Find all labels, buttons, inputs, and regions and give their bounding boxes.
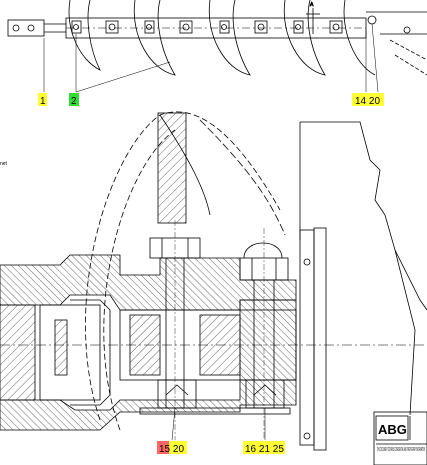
title-block-fine-print: THIS DOCUMENT CONTAINS CONFIDENTIAL AND … (377, 447, 425, 453)
callout-2-highlight (69, 93, 79, 106)
section-view (0, 111, 427, 451)
callout-15-20: 15 20 (159, 444, 184, 455)
title-block (373, 411, 427, 465)
auger-top-view: A (7, 0, 427, 93)
callout-2: 2 (71, 96, 77, 107)
side-note: net (0, 161, 8, 167)
title-block-logo: ABG (378, 422, 407, 437)
callout-16-21-25: 16 21 25 (245, 444, 284, 455)
callout-14-20: 14 20 (355, 96, 380, 107)
section-mark: A (310, 2, 314, 8)
callout-16-21-25-highlight (243, 441, 285, 454)
callout-15-20-red (157, 441, 169, 454)
callout-15-20-highlight (169, 441, 187, 454)
callout-1: 1 (40, 96, 46, 107)
callout-14-20-highlight (352, 93, 384, 106)
callout-1-highlight (38, 93, 47, 106)
